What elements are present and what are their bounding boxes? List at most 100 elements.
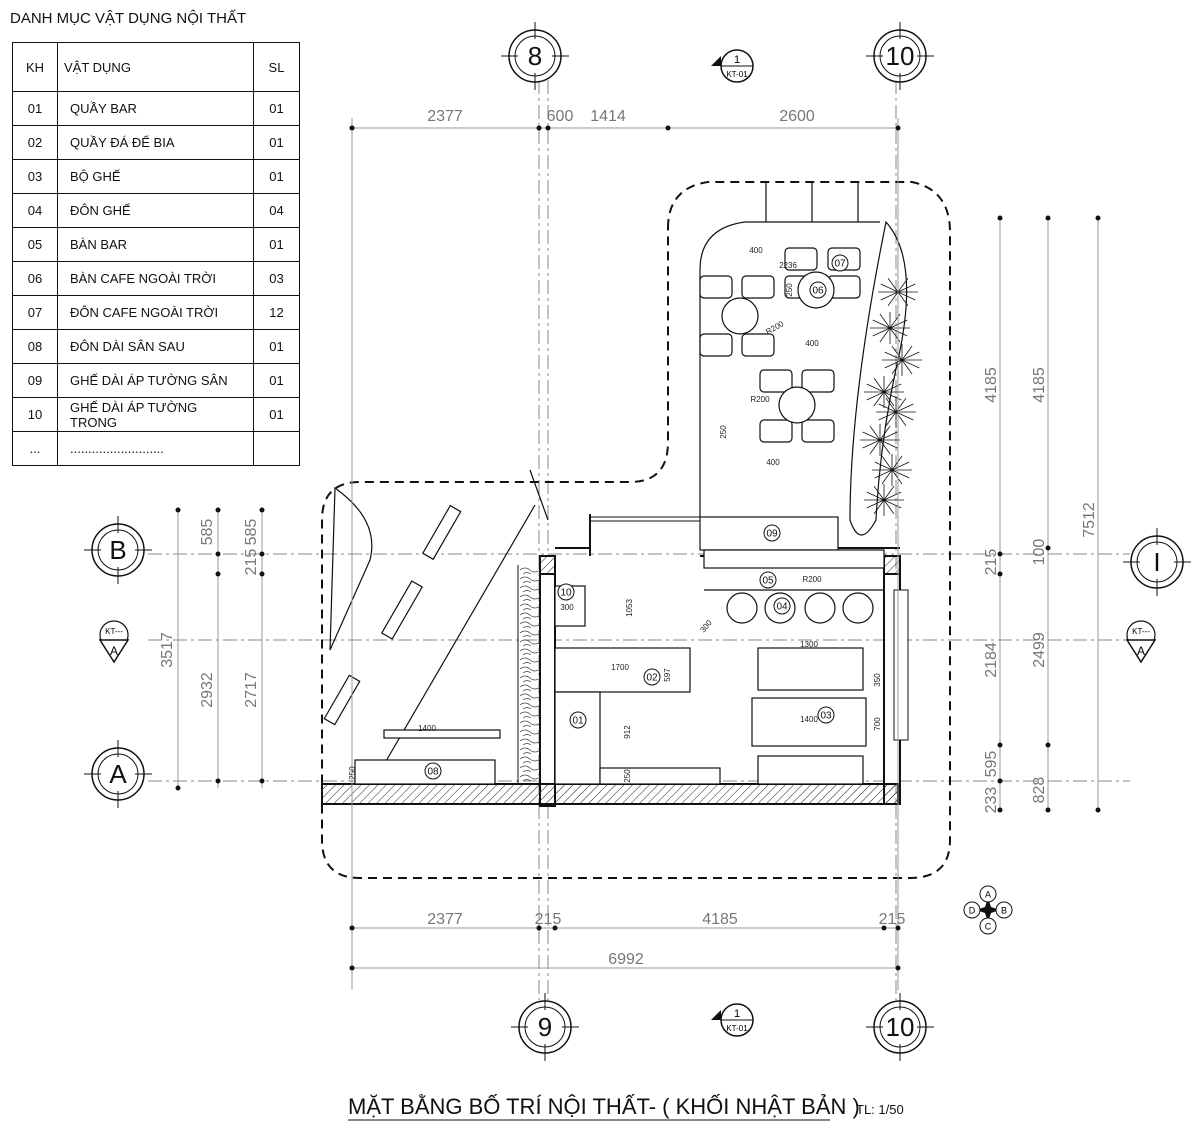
- compass-circle: [979, 917, 997, 935]
- dimension-text: 2932: [199, 672, 216, 708]
- plant-frond: [884, 351, 903, 361]
- dimension-tick: [1095, 807, 1101, 813]
- plant-frond: [879, 431, 898, 441]
- dimension-text: 597: [663, 668, 672, 682]
- dimension-text: 250: [623, 769, 632, 783]
- section-marker-sheet: KT-01: [726, 1024, 748, 1033]
- cafe-furniture: [699, 247, 861, 443]
- section-marker-arrow: [711, 1010, 721, 1020]
- stone: [519, 774, 541, 782]
- legend-cell-code: 02: [12, 125, 58, 160]
- compass-label: B: [1001, 906, 1007, 916]
- stone: [519, 765, 541, 773]
- section-marker-arrow: [711, 56, 721, 66]
- dimension-tick: [545, 125, 551, 131]
- furniture-tag-circle: [773, 597, 791, 615]
- compass-label: C: [985, 922, 992, 932]
- furniture-tag-circle: [763, 524, 781, 542]
- plant-frond: [879, 425, 891, 441]
- legend-cell-item: ..........................: [57, 431, 254, 466]
- plant-frond: [869, 439, 881, 455]
- compass-circle: [979, 885, 997, 903]
- axis-bubble-bg: [528, 1010, 562, 1044]
- dimension-text: 600: [547, 108, 574, 125]
- plant-frond: [866, 491, 885, 501]
- plant-frond: [883, 485, 895, 501]
- dimension-text: 6992: [608, 951, 644, 968]
- dimension-tick: [1045, 807, 1051, 813]
- axis-bubble-bg: [1140, 545, 1174, 579]
- dimension-tick: [349, 965, 355, 971]
- legend-cell-item: GHẾ DÀI ÁP TƯỜNG SÂN: [57, 363, 254, 398]
- furniture-tag-circle: [643, 668, 661, 686]
- stone: [519, 630, 541, 638]
- compass-label: A: [985, 890, 991, 900]
- plant-frond: [879, 439, 891, 455]
- plant-frond: [895, 411, 914, 421]
- dimension-text: 3517: [159, 632, 176, 668]
- dimension-tick: [997, 778, 1003, 784]
- dimension-text: 585: [243, 519, 260, 546]
- dimension-text: 100: [1031, 539, 1048, 566]
- dimension-tick: [175, 507, 181, 513]
- compass-needle: [976, 906, 1000, 914]
- plant-frond: [885, 397, 897, 413]
- legend-cell-item: GHẾ DÀI ÁP TƯỜNG TRONG: [57, 397, 254, 432]
- plant-frond: [897, 291, 916, 301]
- furniture-tag: 10: [560, 588, 572, 599]
- plant-frond: [889, 327, 908, 337]
- axis-label: 8: [528, 41, 542, 71]
- stone: [519, 729, 541, 737]
- furniture-tag: 01: [572, 716, 584, 727]
- stone: [519, 747, 541, 755]
- plant-frond: [891, 469, 910, 479]
- dimension-text: 300: [560, 603, 574, 612]
- dimension-text: 215: [983, 549, 1000, 576]
- section-marker-triangle: [1125, 639, 1157, 664]
- dimension-tick: [895, 125, 901, 131]
- dimension-text: 400: [805, 339, 819, 348]
- plant-frond: [887, 277, 899, 293]
- plant-frond: [866, 383, 885, 393]
- dimension-text: 585: [199, 519, 216, 546]
- dimension-text: 215: [535, 911, 562, 928]
- dimension-text: 2499: [1031, 632, 1048, 668]
- dimension-tick: [997, 551, 1003, 557]
- dimension-tick: [259, 778, 265, 784]
- dimension-tick: [215, 551, 221, 557]
- plant-frond: [883, 377, 895, 393]
- legend-cell-item: QUẦY BAR: [57, 91, 254, 126]
- dimension-tick: [175, 785, 181, 791]
- plant-frond: [862, 439, 881, 449]
- section-marker-letter: A: [110, 644, 118, 658]
- stone: [519, 702, 541, 710]
- furniture-tag: 06: [812, 286, 824, 297]
- dimension-text: 4185: [1031, 367, 1048, 403]
- drawing-title: MẶT BẰNG BỐ TRÍ NỘI THẤT- ( KHỐI NHẬT BẢ…: [348, 1093, 860, 1119]
- legend-cell-item: QUẦY ĐÁ ĐỂ BIA: [57, 125, 254, 160]
- plant-frond: [891, 461, 910, 471]
- dimension-text: 4185: [702, 911, 738, 928]
- furniture-tag: 02: [646, 673, 658, 684]
- dimension-text: 2377: [427, 911, 463, 928]
- dimension-tick: [1045, 742, 1051, 748]
- axis-bubble-bg: [518, 39, 552, 73]
- plant-frond: [878, 403, 897, 413]
- dimension-tick: [215, 507, 221, 513]
- dimension-tick: [997, 742, 1003, 748]
- dimension-text: R200: [802, 575, 822, 584]
- plant-frond: [897, 291, 909, 307]
- legend-cell-item: ĐÔN GHẾ: [57, 193, 254, 228]
- plant-frond: [873, 499, 885, 515]
- furniture-tag: 03: [820, 711, 832, 722]
- area-boundary: [321, 181, 951, 879]
- dimension-tick: [215, 571, 221, 577]
- dimension-text: 250: [785, 283, 794, 297]
